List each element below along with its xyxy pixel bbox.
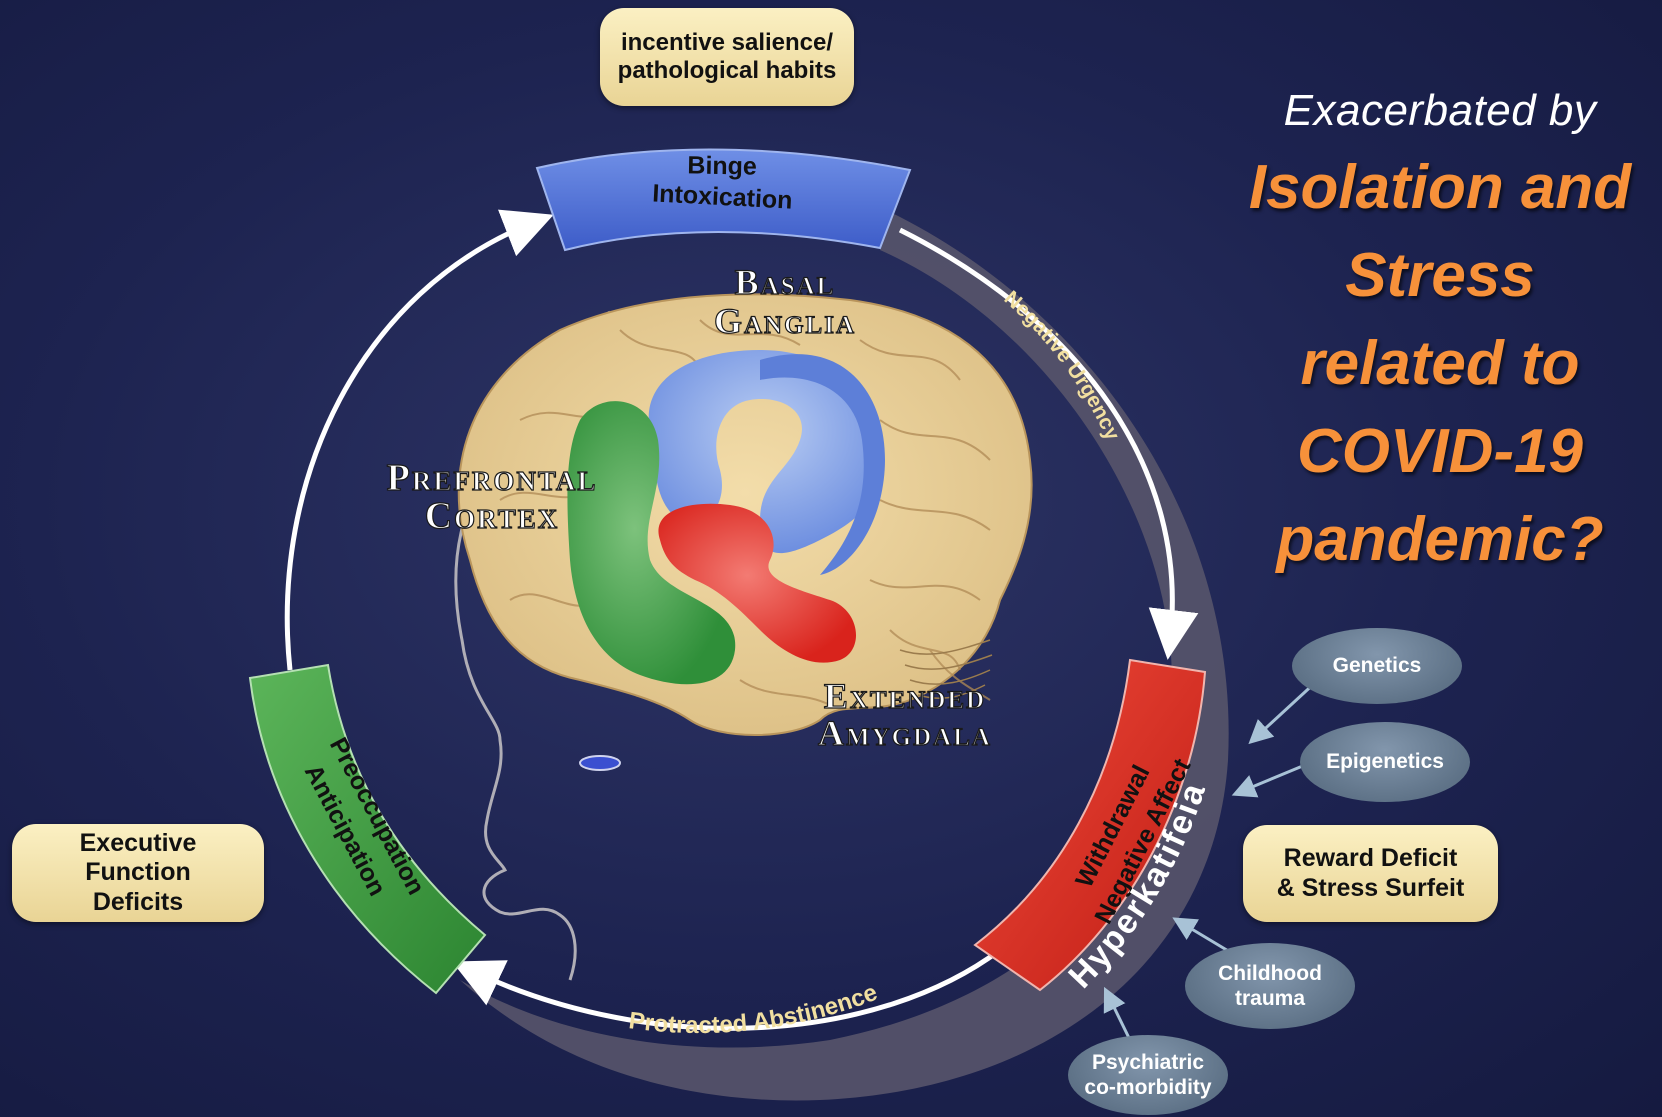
- covid-headline: Exacerbated by Isolation and Stress rela…: [1230, 86, 1650, 584]
- reward-deficit-callout: Reward Deficit & Stress Surfeit: [1243, 825, 1498, 922]
- binge-label: Binge: [687, 151, 757, 180]
- psychiatric-text-1: Psychiatric: [1091, 1050, 1205, 1074]
- basal-ganglia-region: [648, 350, 881, 554]
- extended-label: Extended: [824, 676, 986, 716]
- withdrawal-negative-affect-box: [973, 658, 1207, 992]
- prefrontal-cortex-region: [567, 401, 736, 685]
- reward-line-2: & Stress Surfeit: [1276, 873, 1465, 902]
- prefrontal-label: Prefrontal: [387, 457, 598, 499]
- reward-line-1: Reward Deficit: [1283, 844, 1458, 872]
- headline-line-1: Isolation and: [1248, 153, 1632, 222]
- executive-line-1: Executive: [79, 828, 197, 857]
- epigenetics-oval: Epigenetics: [1300, 722, 1470, 802]
- exacerbated-by-text: Exacerbated by: [1283, 86, 1597, 135]
- cycle-arc-right: [898, 227, 1199, 660]
- genetics-oval: Genetics: [1292, 628, 1462, 704]
- childhood-text-1: Childhood: [1218, 961, 1322, 985]
- extended-amygdala-region: [658, 503, 857, 663]
- genetics-text: Genetics: [1332, 654, 1422, 678]
- cerebellum: [899, 639, 993, 699]
- genetics-arrow: [1248, 678, 1320, 745]
- psychiatric-arrow: [1103, 986, 1132, 1041]
- psychiatric-comorbidity-oval: Psychiatric co-morbidity: [1068, 1035, 1228, 1115]
- cortex-label: Cortex: [425, 495, 560, 537]
- basal-label: Basal: [735, 262, 836, 302]
- cycle-arc-left: [284, 209, 554, 671]
- headline-line-3: related to: [1300, 329, 1580, 398]
- executive-line-2: Function: [85, 858, 191, 887]
- cycle-arc-bottom: [451, 947, 1002, 1031]
- basal-ganglia-tail: [760, 354, 885, 575]
- preoccupation-anticipation-box: [248, 663, 487, 995]
- incentive-salience-callout: incentive salience/ pathological habits: [600, 8, 854, 106]
- headline-line-4: COVID-19: [1297, 417, 1583, 486]
- eye-icon: [579, 755, 621, 771]
- protracted-abstinence-label: Protracted Abstinence: [627, 979, 881, 1039]
- childhood-text-2: trauma: [1234, 987, 1306, 1010]
- headline-line-5: pandemic?: [1276, 505, 1604, 574]
- binge-intoxication-box: [535, 148, 912, 252]
- epigenetics-arrow: [1231, 763, 1306, 798]
- executive-function-callout: Executive Function Deficits: [12, 824, 264, 922]
- executive-line-3: Deficits: [92, 887, 184, 916]
- incentive-line-1: incentive salience/: [620, 28, 834, 56]
- psychiatric-text-2: co-morbidity: [1084, 1076, 1212, 1099]
- amygdala-label: Amygdala: [818, 713, 992, 753]
- ganglia-label: Ganglia: [714, 301, 856, 341]
- headline-line-2: Stress: [1345, 241, 1535, 310]
- epigenetics-text: Epigenetics: [1326, 750, 1444, 774]
- childhood-trauma-oval: Childhood trauma: [1185, 943, 1355, 1029]
- incentive-line-2: pathological habits: [617, 57, 837, 84]
